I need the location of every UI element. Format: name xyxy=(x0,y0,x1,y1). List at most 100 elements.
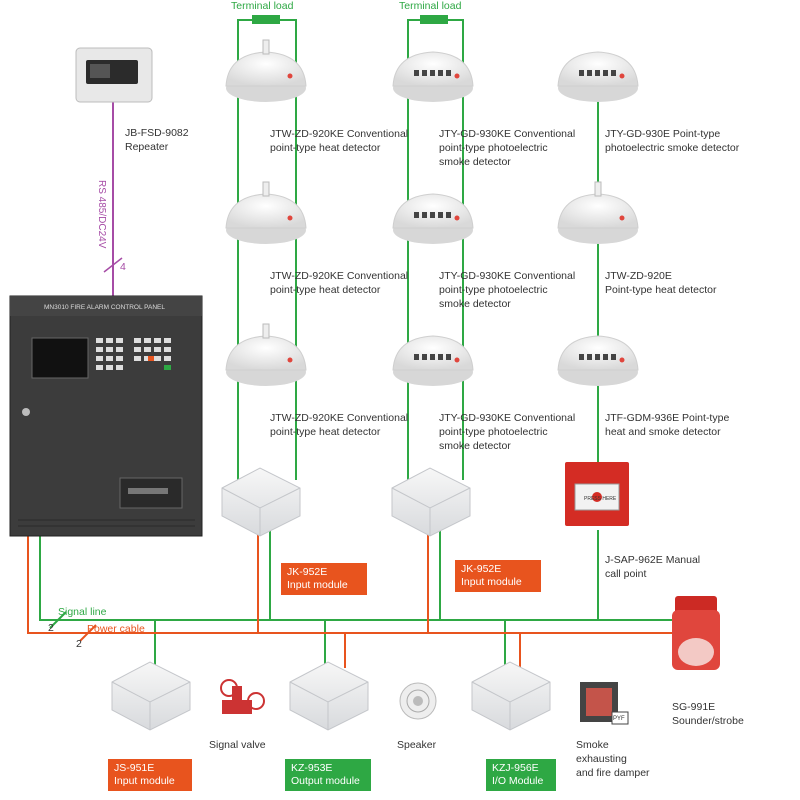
smoke-detector xyxy=(557,51,639,102)
power-cable-count: 2 xyxy=(76,638,82,650)
smoke-detector xyxy=(392,193,474,244)
sounder-strobe xyxy=(672,596,720,670)
detector-label-c1r3: JTW-ZD-920KE Conventional point-type hea… xyxy=(270,411,408,439)
terminal-load-left xyxy=(237,15,297,75)
heat-detector xyxy=(225,39,307,102)
rs485-label: RS 485/DC24V xyxy=(96,180,107,249)
detector-label-line: JTW-ZD-920KE Conventional xyxy=(270,128,409,140)
smoke-exhaust-line: Smoke xyxy=(576,739,609,751)
module-type: I/O Module xyxy=(492,775,544,787)
detector-label-line: point-type photoelectric xyxy=(439,426,548,438)
module-tag-jk952e-1: JK-952E Input module xyxy=(281,563,367,595)
signal-valve xyxy=(220,679,265,714)
signal-line xyxy=(39,536,680,668)
module-type: Input module xyxy=(114,775,175,787)
manual-call-point xyxy=(565,462,629,526)
sounder-label: SG-991E Sounder/strobe xyxy=(672,700,744,728)
detector-label-c1r2: JTW-ZD-920KE Conventional point-type hea… xyxy=(270,269,408,297)
module-tag-jk952e-2: JK-952E Input module xyxy=(455,560,541,592)
detector-label-line: point-type photoelectric xyxy=(439,142,548,154)
power-cable-label: Power cable xyxy=(87,623,145,635)
smoke-exhaust-line: and fire damper xyxy=(576,767,650,779)
detector-label-line: smoke detector xyxy=(439,440,511,452)
module-box xyxy=(111,661,191,731)
detector-label-line: JTY-GD-930KE Conventional xyxy=(439,270,576,282)
heat-detector xyxy=(225,323,307,386)
call-point-press-text: PRESS HERE xyxy=(584,496,617,502)
power-cable xyxy=(27,525,680,668)
module-tag-js951e: JS-951E Input module xyxy=(108,759,192,791)
detector-label-c1r1: JTW-ZD-920KE Conventional point-type hea… xyxy=(270,127,408,155)
module-model: JK-952E xyxy=(287,566,328,578)
fire-alarm-control-panel xyxy=(9,295,203,537)
detector-label-line: JTY-GD-930E Point-type xyxy=(605,128,721,140)
smoke-detector xyxy=(557,335,639,386)
module-type: Input module xyxy=(461,576,522,588)
call-point-name: call point xyxy=(605,568,647,580)
smoke-exhaust-line: exhausting xyxy=(576,753,627,765)
detector-label-c3r1: JTY-GD-930E Point-type photoelectric smo… xyxy=(605,127,739,155)
panel-title: MN3010 FIRE ALARM CONTROL PANEL xyxy=(44,304,166,311)
detector-label-line: JTW-ZD-920E xyxy=(605,270,672,282)
detector-label-c2r1: JTY-GD-930KE Conventional point-type pho… xyxy=(439,127,575,169)
repeater-name: Repeater xyxy=(125,141,169,153)
module-box xyxy=(289,661,369,731)
detector-label-c2r3: JTY-GD-930KE Conventional point-type pho… xyxy=(439,411,575,453)
terminal-load-label-left: Terminal load xyxy=(231,0,294,12)
signal-line-count: 2 xyxy=(48,622,54,634)
sounder-model: SG-991E xyxy=(672,701,716,713)
call-point-model: J-SAP-962E Manual xyxy=(605,554,701,566)
module-model: KZ-953E xyxy=(291,762,333,774)
detector-label-line: JTW-ZD-920KE Conventional xyxy=(270,270,409,282)
repeater-label: JB-FSD-9082 Repeater xyxy=(125,126,189,154)
module-model: KZJ-956E xyxy=(492,762,539,774)
detector-label-line: JTY-GD-930KE Conventional xyxy=(439,412,576,424)
detector-label-line: JTY-GD-930KE Conventional xyxy=(439,128,576,140)
detector-label-line: point-type heat detector xyxy=(270,284,381,296)
detector-label-c3r3: JTF-GDM-936E Point-type heat and smoke d… xyxy=(605,411,729,439)
signal-valve-label: Signal valve xyxy=(209,739,266,751)
terminal-load-mid xyxy=(407,15,464,75)
module-model: JK-952E xyxy=(461,563,502,575)
terminal-load-label-mid: Terminal load xyxy=(399,0,462,12)
heat-detector xyxy=(225,181,307,244)
smoke-detector xyxy=(392,51,474,102)
detector-label-line: point-type photoelectric xyxy=(439,284,548,296)
module-type: Output module xyxy=(291,775,360,787)
rs485-tick xyxy=(103,257,123,273)
detector-label-line: photoelectric smoke detector xyxy=(605,142,740,154)
call-point-label: J-SAP-962E Manual call point xyxy=(605,553,700,581)
module-model: JS-951E xyxy=(114,762,155,774)
detector-label-line: Point-type heat detector xyxy=(605,284,717,296)
sounder-name: Sounder/strobe xyxy=(672,715,744,727)
module-box xyxy=(391,467,471,537)
smoke-exhaust-label: Smoke exhausting and fire damper xyxy=(576,738,650,780)
detector-label-line: smoke detector xyxy=(439,298,511,310)
module-type: Input module xyxy=(287,579,348,591)
speaker xyxy=(399,682,437,720)
detector-label-line: point-type heat detector xyxy=(270,426,381,438)
detector-label-line: smoke detector xyxy=(439,156,511,168)
detector-label-c3r2: JTW-ZD-920E Point-type heat detector xyxy=(605,269,717,297)
speaker-label: Speaker xyxy=(397,739,437,751)
detector-bus-lines xyxy=(237,60,599,620)
module-box xyxy=(471,661,551,731)
module-box xyxy=(221,467,301,537)
module-tag-kzj956e: KZJ-956E I/O Module xyxy=(486,759,556,791)
detector-label-line: JTW-ZD-920KE Conventional xyxy=(270,412,409,424)
detector-label-line: heat and smoke detector xyxy=(605,426,721,438)
signal-line-label: Signal line xyxy=(58,606,107,618)
heat-detector xyxy=(557,181,639,244)
smoke-detector xyxy=(392,335,474,386)
detector-label-c2r2: JTY-GD-930KE Conventional point-type pho… xyxy=(439,269,575,311)
repeater-device xyxy=(75,47,153,103)
module-tag-kz953e: KZ-953E Output module xyxy=(285,759,371,791)
detector-label-line: point-type heat detector xyxy=(270,142,381,154)
modules xyxy=(111,467,551,731)
damper-badge: PYF xyxy=(613,716,625,722)
detector-label-line: JTF-GDM-936E Point-type xyxy=(605,412,730,424)
repeater-model: JB-FSD-9082 xyxy=(125,127,189,139)
smoke-exhaust-damper xyxy=(580,682,629,725)
